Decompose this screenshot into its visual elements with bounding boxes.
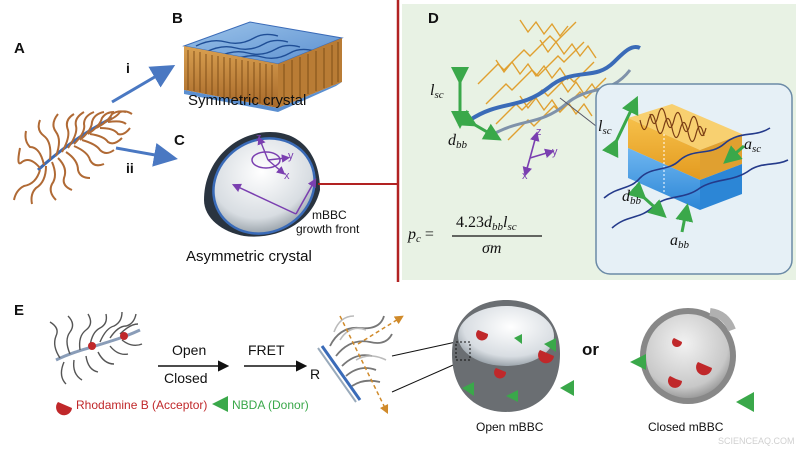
- symmetric-crystal-caption: Symmetric crystal: [188, 92, 307, 109]
- arrow-ii: [115, 143, 178, 167]
- asc-arrow: [723, 144, 745, 164]
- nbda-legend: NBDA (Donor): [232, 398, 309, 412]
- bottlebrush-polymer-a: [13, 110, 133, 205]
- arrow-label-i: i: [126, 60, 130, 76]
- asymmetric-crystal-caption: Asymmetric crystal: [186, 248, 312, 265]
- abb-arrow: [675, 203, 694, 233]
- open-label: Open: [172, 342, 207, 358]
- equation-numerator: 4.23dbblsc: [456, 214, 517, 233]
- zoom-line-e1: [391, 341, 457, 357]
- axis-y-d: y: [552, 146, 558, 158]
- arrow-i: [111, 64, 176, 104]
- asc-label: asc: [744, 136, 762, 155]
- axis-y-c: y: [288, 150, 294, 162]
- symmetric-crystal: [182, 21, 344, 112]
- watermark: SCIENCEAQ.COM: [718, 436, 795, 446]
- r-label: R: [310, 366, 321, 382]
- axis-x-c: x: [284, 170, 290, 182]
- lsc-label-inset: lsc: [598, 118, 612, 137]
- dbb-arrow-inset: [627, 181, 667, 219]
- panel-label-b: B: [172, 10, 183, 27]
- open-mbbc-caption: Open mBBC: [476, 420, 544, 434]
- nbda-icon: [212, 396, 228, 412]
- asymmetric-crystal: [204, 132, 320, 237]
- panel-label-c: C: [174, 132, 185, 149]
- lsc-label-left: lsc: [430, 82, 444, 101]
- equation-denominator: σm: [482, 240, 502, 257]
- axis-z-c: z: [256, 132, 262, 144]
- open-mbbc: [452, 300, 574, 412]
- closed-mbbc-caption: Closed mBBC: [648, 420, 724, 434]
- arrow-label-ii: ii: [126, 160, 134, 176]
- lsc-arrow-inset: [602, 95, 639, 158]
- growth-front-label: growth front: [296, 222, 360, 236]
- fret-label: FRET: [248, 342, 285, 358]
- dbb-arrow-left: [457, 109, 502, 141]
- grafted-segment: [317, 315, 404, 415]
- or-label: or: [582, 340, 599, 359]
- zoom-line-e2: [391, 361, 461, 393]
- closed-label: Closed: [164, 370, 208, 386]
- panel-label-d: D: [428, 10, 439, 27]
- equation-lhs: pc =: [408, 226, 434, 245]
- rhodamine-icon: [56, 402, 72, 416]
- mbbc-label: mBBC: [312, 208, 347, 222]
- abb-label: abb: [670, 232, 689, 251]
- brush-with-dyes: [49, 311, 143, 385]
- dbb-label-left: dbb: [448, 132, 467, 151]
- closed-mbbc: [630, 308, 754, 412]
- zoom-line: [559, 97, 597, 127]
- dbb-label-inset: dbb: [622, 188, 641, 207]
- panel-label-a: A: [14, 40, 25, 57]
- panel-label-e: E: [14, 302, 25, 319]
- axis-x-d: x: [522, 170, 528, 182]
- axes-d: [522, 131, 555, 177]
- rhodamine-legend: Rhodamine B (Acceptor): [76, 398, 208, 412]
- axis-z-d: z: [536, 126, 542, 138]
